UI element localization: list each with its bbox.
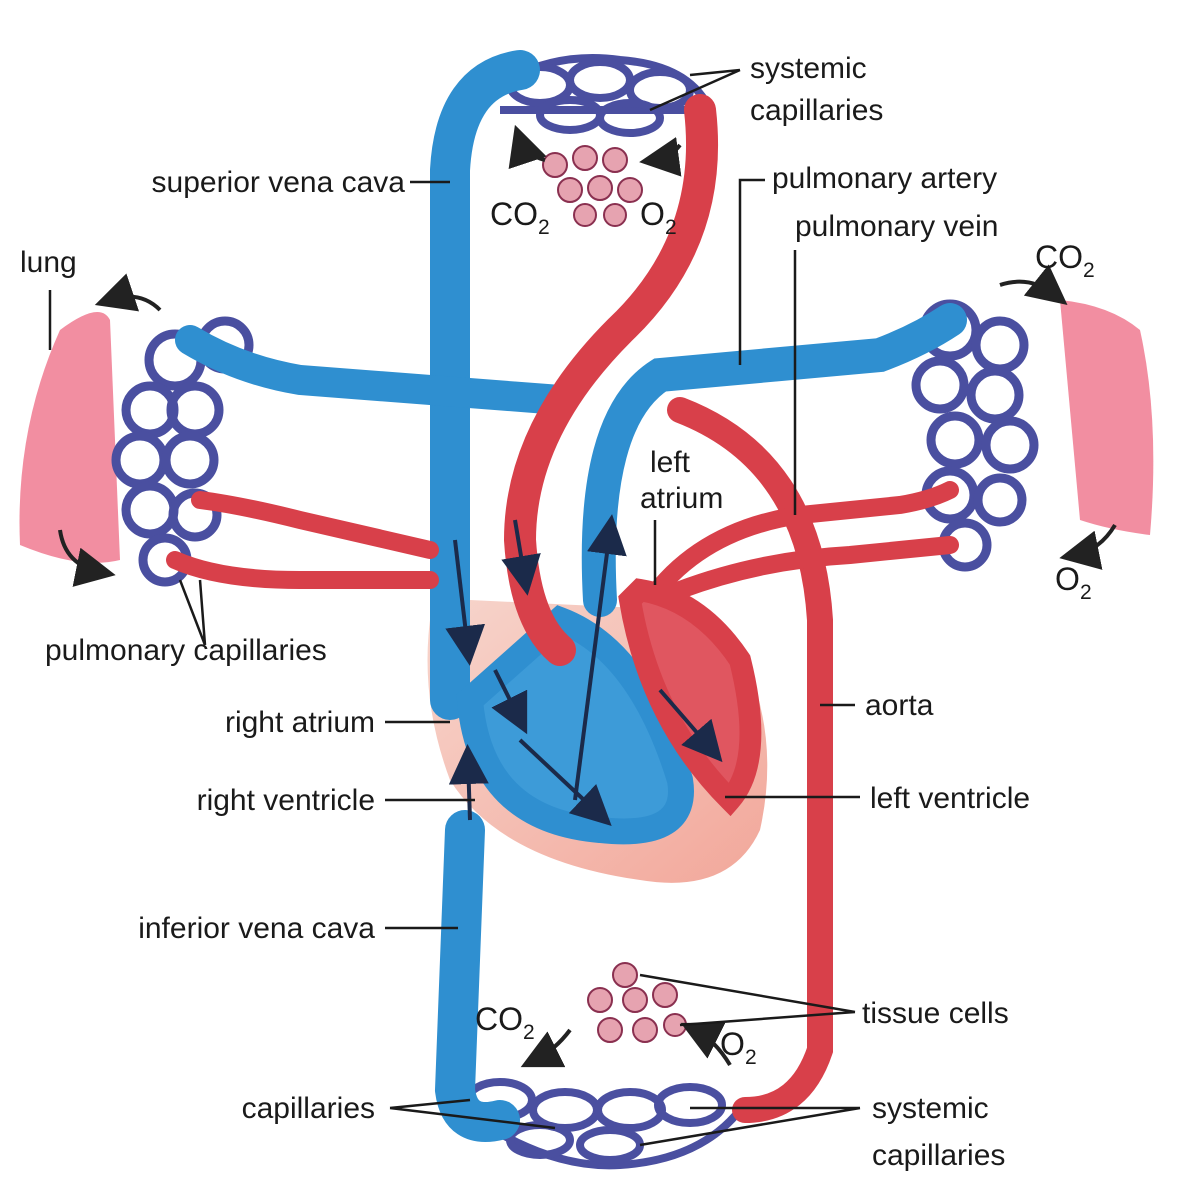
svg-text:CO: CO (475, 1001, 523, 1037)
tissue-cells-top (542, 145, 643, 227)
label-right-ventricle: right ventricle (197, 784, 375, 817)
svg-text:O: O (640, 196, 665, 232)
gas-o2-bottom: O 2 (720, 1026, 757, 1069)
gas-o2-top: O 2 (640, 196, 677, 239)
svg-text:CO: CO (490, 196, 538, 232)
pulmonary-artery-left (175, 325, 575, 415)
label-systemic-capillaries-top: systemic (750, 52, 867, 85)
svg-text:2: 2 (1083, 259, 1095, 282)
svg-text:2: 2 (538, 216, 550, 239)
pulmonary-vein-left (191, 491, 439, 559)
flow-arrows (445, 514, 723, 826)
svg-text:2: 2 (523, 1021, 535, 1044)
label-pulmonary-vein: pulmonary vein (795, 210, 998, 243)
label-inferior-vena-cava: inferior vena cava (138, 912, 375, 945)
label-capillaries: capillaries (242, 1092, 375, 1125)
label-systemic-capillaries-bottom: systemic (872, 1092, 989, 1125)
label-superior-vena-cava: superior vena cava (152, 166, 406, 199)
svg-text:CO: CO (1035, 239, 1083, 275)
label-tissue-cells: tissue cells (862, 997, 1009, 1030)
label-left-atrium: left (650, 446, 691, 479)
svg-text:2: 2 (745, 1046, 757, 1069)
systemic-capillaries-top (487, 54, 714, 137)
label-left-ventricle: left ventricle (870, 782, 1030, 815)
label-aorta: aorta (865, 689, 934, 722)
leader-lines (48, 68, 861, 1147)
pulmonary-vein-right-2 (671, 536, 959, 599)
label-right-atrium: right atrium (225, 706, 375, 739)
lung-left (19, 312, 120, 563)
svg-text:O: O (720, 1026, 745, 1062)
gas-co2-lung: CO 2 (1035, 239, 1095, 282)
gas-o2-lung: O 2 (1055, 561, 1092, 604)
label-systemic-capillaries-bottom-2: capillaries (872, 1139, 1005, 1172)
tissue-cells-bottom (587, 962, 687, 1043)
right-ventricle (456, 605, 694, 845)
svg-text:O: O (1055, 561, 1080, 597)
pulmonary-vein-right (641, 481, 959, 609)
svg-text:2: 2 (665, 216, 677, 239)
lung-right (1060, 300, 1154, 535)
exchange-arrows (58, 124, 1117, 1068)
label-lung: lung (20, 246, 77, 279)
aorta-descending (667, 397, 833, 1123)
label-pulmonary-artery: pulmonary artery (772, 162, 997, 195)
svg-text:2: 2 (1080, 581, 1092, 604)
gas-co2-top: CO 2 (490, 196, 550, 239)
superior-vena-cava (430, 50, 540, 720)
pulmonary-vein-left-2 (166, 551, 439, 589)
inferior-vena-cava (434, 810, 520, 1142)
label-systemic-capillaries-top-2: capillaries (750, 94, 883, 127)
gas-co2-bottom: CO 2 (475, 1001, 535, 1044)
label-left-atrium-2: atrium (640, 482, 723, 515)
label-pulmonary-capillaries: pulmonary capillaries (45, 634, 327, 667)
